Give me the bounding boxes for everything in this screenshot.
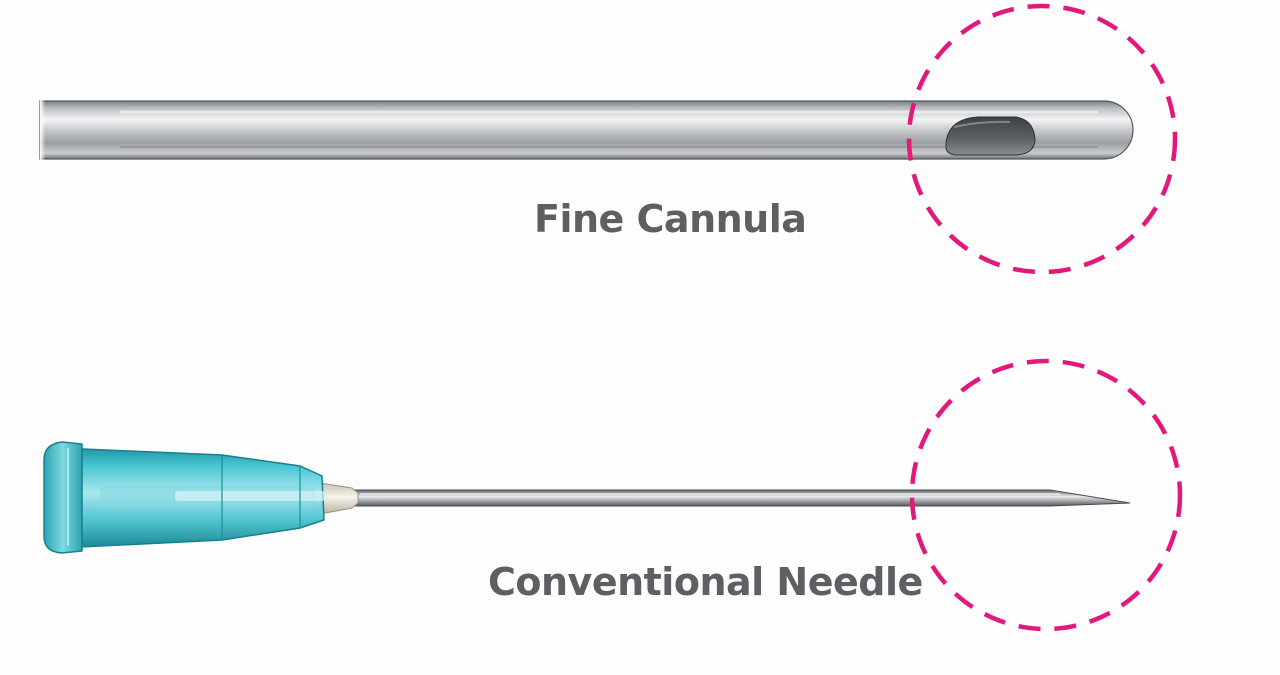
- cannula-side-port: [945, 116, 1036, 156]
- needle-illustration: [43, 441, 1131, 554]
- cannula-label: Fine Cannula: [534, 197, 807, 241]
- cannula-illustration: [39, 100, 1134, 160]
- needle-tip-highlight-circle: [909, 358, 1183, 632]
- needle-label: Conventional Needle: [488, 560, 923, 604]
- cannula-tip-highlight-circle: [906, 3, 1178, 275]
